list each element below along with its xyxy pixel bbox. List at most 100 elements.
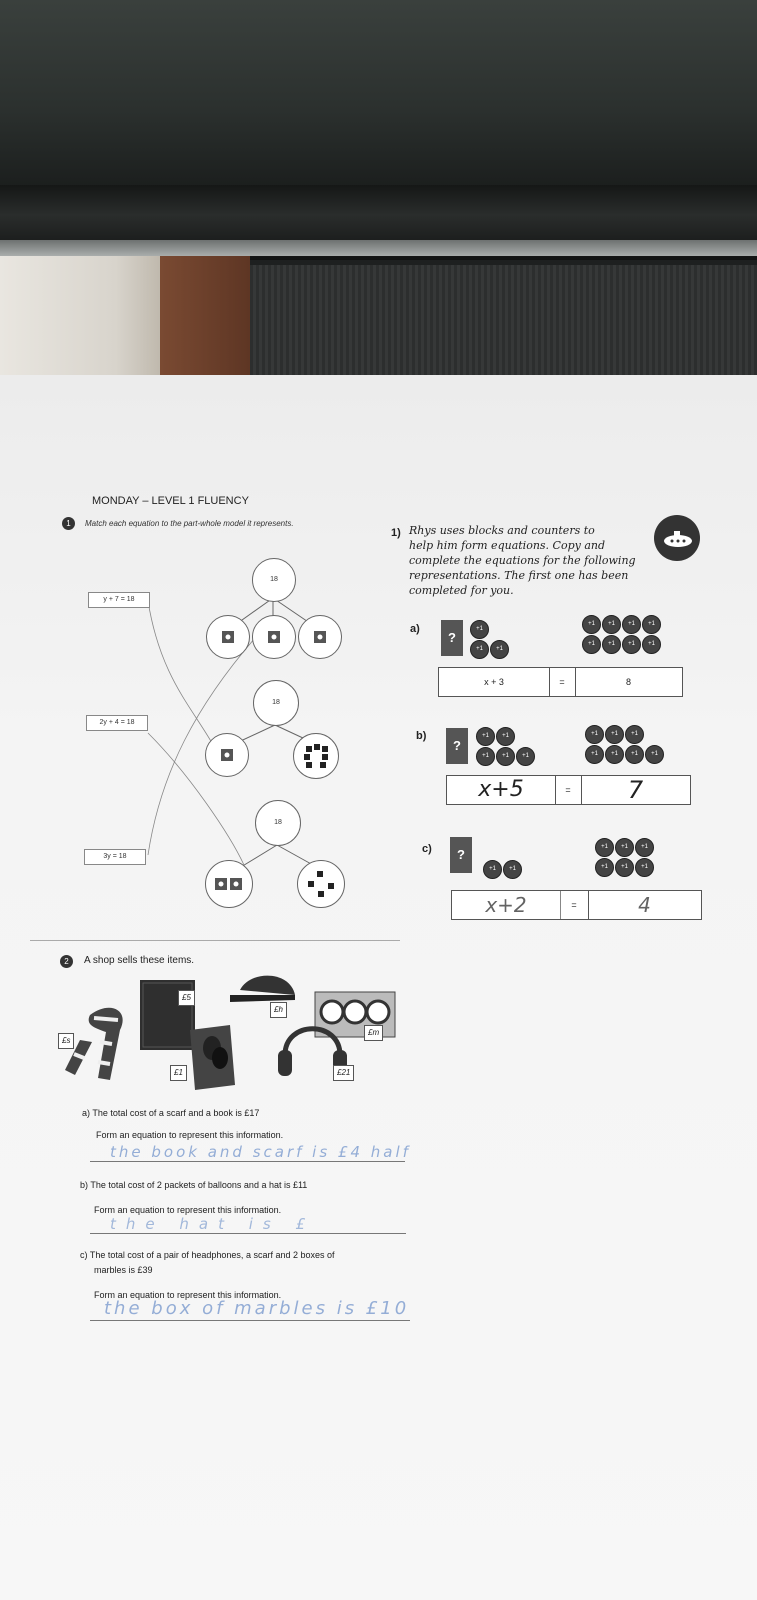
rhys-b-counter-5: +1	[516, 747, 535, 766]
part-circle-counters-4	[293, 733, 339, 779]
rhys-c-right-counter-4: +1	[595, 858, 614, 877]
q2a-prompt: Form an equation to represent this infor…	[96, 1130, 284, 1140]
rhys-b-label: b)	[416, 730, 427, 742]
rhys-b-counter-4: +1	[496, 747, 515, 766]
rhys-b-counter-2: +1	[496, 727, 515, 746]
rhys-a-counter-1: +1	[470, 620, 489, 639]
rhys-a-left: x + 3	[439, 668, 550, 696]
rhys-a-label: a)	[410, 623, 420, 635]
q2a-answer: the book and scarf is £4 half	[110, 1143, 411, 1161]
rhys-a-right-counter-6: +1	[602, 635, 621, 654]
scarf-icon	[65, 1007, 123, 1080]
rhys-c-left: x+2	[452, 891, 561, 919]
shop-items-illustration	[65, 975, 396, 1090]
rhys-a-right-counter-5: +1	[582, 635, 601, 654]
q2c-answer: the box of marbles is £10	[104, 1298, 410, 1319]
price-balloons: £1	[170, 1065, 187, 1081]
part-circle-two-cubes	[205, 860, 253, 908]
rhys-c-right: 4	[638, 893, 651, 917]
laptop-screen	[0, 0, 757, 185]
q2-number: 2	[60, 955, 73, 968]
rhys-b-counter-1: +1	[476, 727, 495, 746]
whole-circle-3: 18	[255, 800, 301, 846]
q2b-text: b) The total cost of 2 packets of balloo…	[80, 1180, 308, 1190]
rhys-c-right-counter-3: +1	[635, 838, 654, 857]
rhys-a-right-counter-1: +1	[582, 615, 601, 634]
laptop-edge	[0, 240, 757, 256]
wooden-frame	[160, 256, 250, 386]
rhys-c-right-counter-6: +1	[635, 858, 654, 877]
rhys-text-3: complete the equations for the following	[409, 554, 636, 567]
q1-instruction: Match each equation to the part-whole mo…	[85, 519, 294, 528]
rhys-c-equation: x+2 = 4	[451, 890, 702, 920]
curtain	[0, 256, 165, 386]
rhys-c-counter-2: +1	[503, 860, 522, 879]
rhys-a-block: ?	[441, 620, 463, 656]
rhys-b-equals: =	[555, 776, 582, 804]
q2b-answer: the hat is £	[110, 1215, 316, 1233]
q2c-answer-line	[90, 1320, 410, 1321]
part-circle-counters-4b	[297, 860, 345, 908]
rhys-a-equation: x + 3 = 8	[438, 667, 683, 697]
q2a-text: a) The total cost of a scarf and a book …	[82, 1108, 260, 1118]
equation-box-3: 3y = 18	[84, 849, 146, 865]
rhys-c-block: ?	[450, 837, 472, 873]
rhys-text-2: help him form equations. Copy and	[409, 539, 606, 552]
balloons-icon	[190, 1025, 235, 1090]
rhys-text-5: completed for you.	[409, 584, 514, 597]
rhys-c-equals: =	[560, 891, 589, 919]
part-circle-cube-4	[205, 733, 249, 777]
equation-box-2: 2y + 4 = 18	[86, 715, 148, 731]
q1-number: 1	[62, 517, 75, 530]
rhys-a-right: 8	[625, 677, 631, 687]
rhys-b-counter-3: +1	[476, 747, 495, 766]
worksheet-title: MONDAY – LEVEL 1 FLUENCY	[92, 495, 249, 507]
section-divider	[30, 940, 400, 941]
rhys-c-label: c)	[422, 843, 432, 855]
rhys-a-counter-3: +1	[490, 640, 509, 659]
part-circle-cube-2	[252, 615, 296, 659]
rhys-heading: 1)	[391, 527, 401, 539]
hat-icon	[230, 975, 295, 1002]
rhys-b-right-counter-5: +1	[605, 745, 624, 764]
rhys-a-right-counter-4: +1	[642, 615, 661, 634]
rhys-b-right-counter-6: +1	[625, 745, 644, 764]
q2a-answer-line	[90, 1161, 405, 1162]
rhys-b-right-counter-4: +1	[585, 745, 604, 764]
rhys-text-4: representations. The first one has been	[409, 569, 629, 582]
q2c-prompt: Form an equation to represent this infor…	[94, 1290, 282, 1300]
equation-box-1: y + 7 = 18	[88, 592, 150, 608]
price-scarf: £s	[58, 1033, 75, 1049]
desk-surface	[250, 265, 757, 390]
rhys-a-right-counter-7: +1	[622, 635, 641, 654]
rhys-b-left: x+5	[447, 776, 556, 804]
rhys-b-block: ?	[446, 728, 468, 764]
submarine-badge-icon	[654, 515, 700, 561]
rhys-c-right-counter-5: +1	[615, 858, 634, 877]
rhys-a-right-counter-2: +1	[602, 615, 621, 634]
q2c-text2: marbles is £39	[94, 1265, 153, 1275]
rhys-a-equals: =	[549, 668, 576, 696]
q2c-text: c) The total cost of a pair of headphone…	[80, 1250, 335, 1260]
price-hat: £h	[270, 1002, 287, 1018]
rhys-c-counter-1: +1	[483, 860, 502, 879]
q2-intro: A shop sells these items.	[84, 955, 195, 966]
rhys-a-right-counter-8: +1	[642, 635, 661, 654]
price-headphones: £21	[333, 1065, 355, 1081]
whole-circle-1: 18	[252, 558, 296, 602]
price-book: £5	[178, 990, 195, 1006]
rhys-c-right-counter-2: +1	[615, 838, 634, 857]
q2b-answer-line	[90, 1233, 406, 1234]
rhys-b-equation: x+5 = 7	[446, 775, 691, 805]
rhys-c-right-counter-1: +1	[595, 838, 614, 857]
rhys-b-right-counter-3: +1	[625, 725, 644, 744]
rhys-b-right-counter-1: +1	[585, 725, 604, 744]
q2b-prompt: Form an equation to represent this infor…	[94, 1205, 282, 1215]
rhys-text-1: Rhys uses blocks and counters to	[409, 524, 595, 537]
whole-circle-2: 18	[253, 680, 299, 726]
worksheet-paper: MONDAY – LEVEL 1 FLUENCY 1 Match each eq…	[0, 375, 757, 1600]
part-circle-cube-3	[298, 615, 342, 659]
part-circle-cube-1	[206, 615, 250, 659]
rhys-a-counter-2: +1	[470, 640, 489, 659]
rhys-b-right-counter-7: +1	[645, 745, 664, 764]
